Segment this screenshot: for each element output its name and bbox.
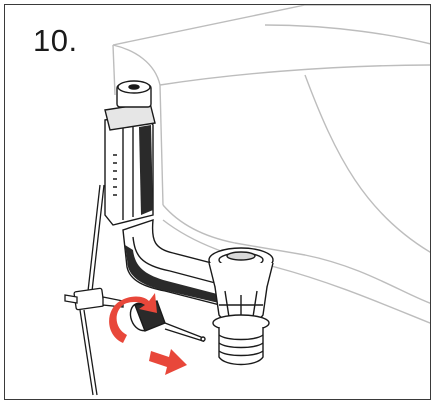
sink-basin: [112, 5, 430, 324]
step-number: 10.: [33, 23, 78, 58]
pull-out-arrow-icon: [149, 349, 187, 375]
instruction-panel: 10.: [4, 4, 431, 400]
channel-shadow: [139, 125, 153, 215]
channel-ticks: [113, 154, 117, 196]
drain-assembly-illustration: [64, 5, 430, 396]
rod-clamp: [64, 287, 124, 311]
pivot-nut: [129, 300, 206, 343]
rotate-counterclockwise-arrow-icon: [109, 293, 157, 343]
overflow-cap: [104, 80, 156, 131]
popup-drain: [208, 247, 274, 366]
linkage-rod: [79, 184, 105, 396]
hose-shadow: [125, 245, 221, 303]
